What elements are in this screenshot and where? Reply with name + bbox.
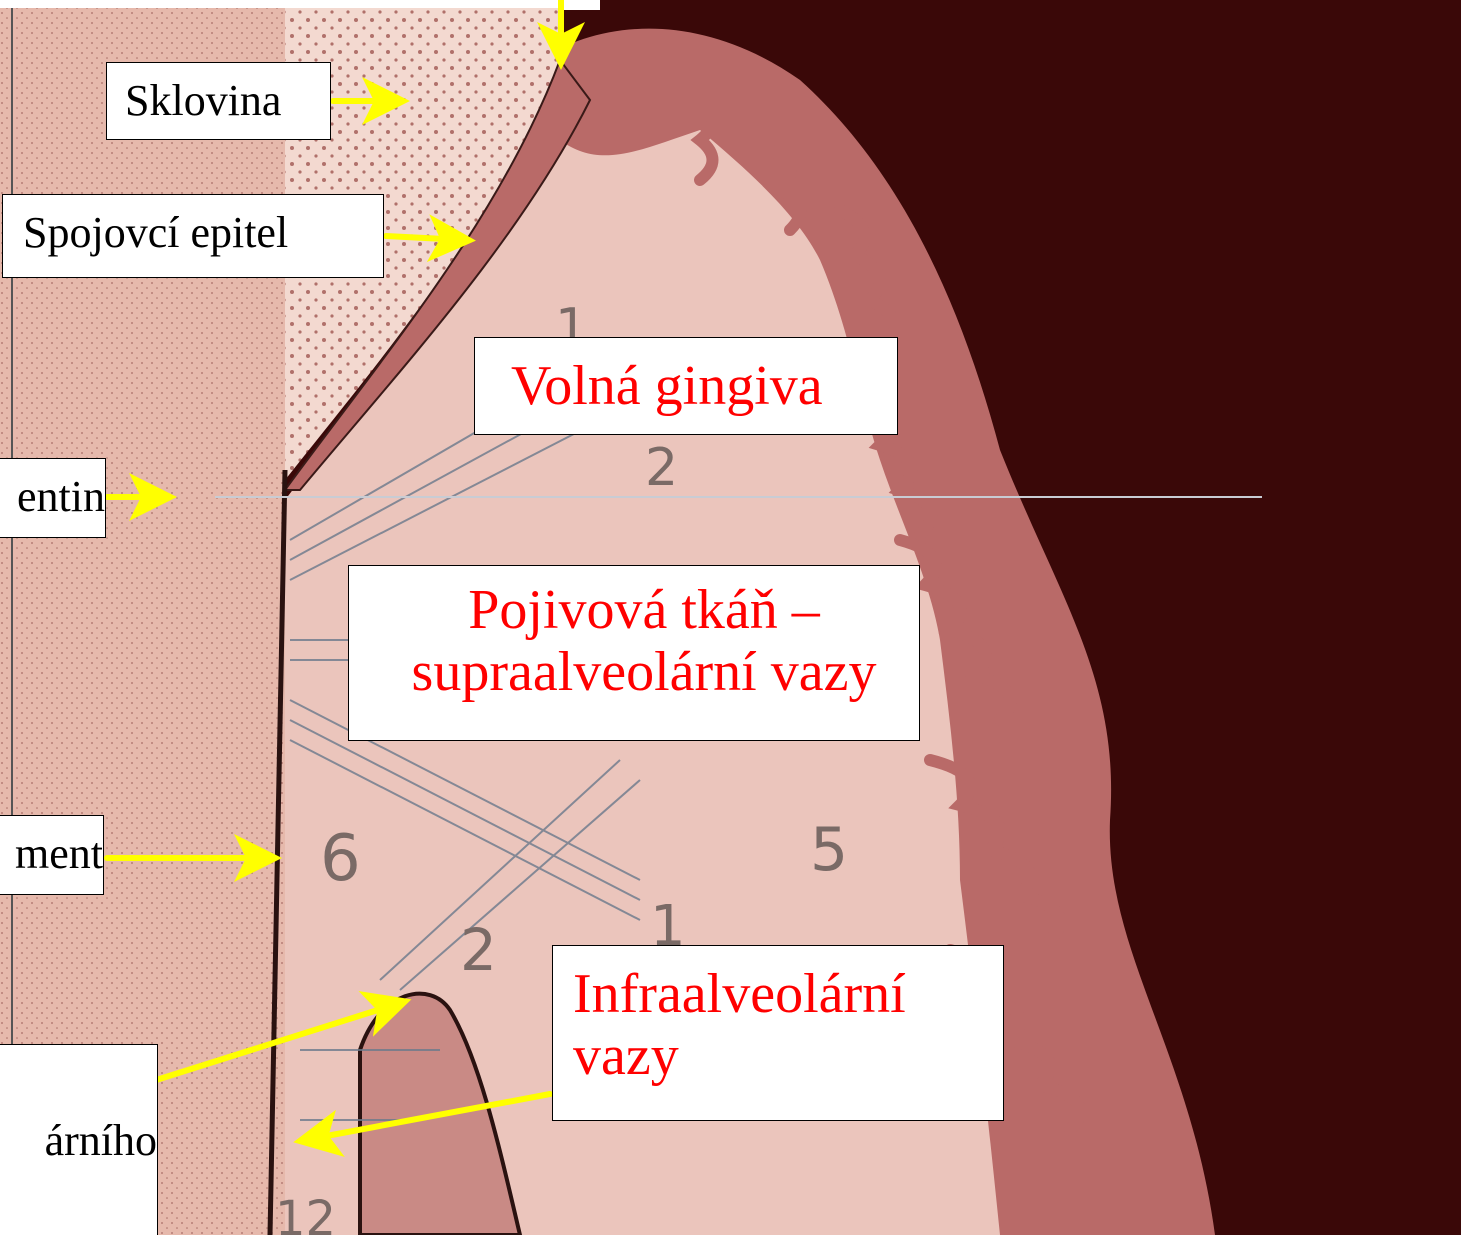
figure-number-2-bottom: 2 [460,916,497,984]
label-cement: ment [0,815,104,895]
label-infra-line2: vazy [573,1026,1003,1088]
figure-number-5: 5 [810,815,848,885]
label-spojovci-epitel: Spojovcí epitel [2,194,384,278]
label-spojovci-epitel-text: Spojovcí epitel [23,208,288,257]
label-dentin: entin [0,458,106,538]
label-pojivova-tkan: Pojivová tkáň – supraalveolární vazy [348,565,920,741]
label-infraalveolarni-vazy: Infraalveolární vazy [552,945,1004,1121]
label-infra-line1: Infraalveolární [573,964,1003,1026]
label-alveolar-text: árního [45,1116,157,1165]
figure-number-6: 6 [320,822,361,896]
label-sklovina: Sklovina [106,62,331,140]
label-volna-gingiva: Volná gingiva [474,337,898,435]
label-pojivova-line2: supraalveolární vazy [369,642,919,704]
figure-number-2-top: 2 [645,438,678,498]
label-sklovina-text: Sklovina [125,76,281,125]
label-alveolar: árního [0,1044,158,1235]
spojovci-epitel-arrow [386,236,464,240]
figure-number-12: 12 [275,1191,336,1235]
label-dentin-text: entin [17,472,105,521]
label-volna-gingiva-text: Volná gingiva [511,355,823,417]
label-pojivova-line1: Pojivová tkáň – [369,580,919,642]
label-cement-text: ment [15,829,103,878]
